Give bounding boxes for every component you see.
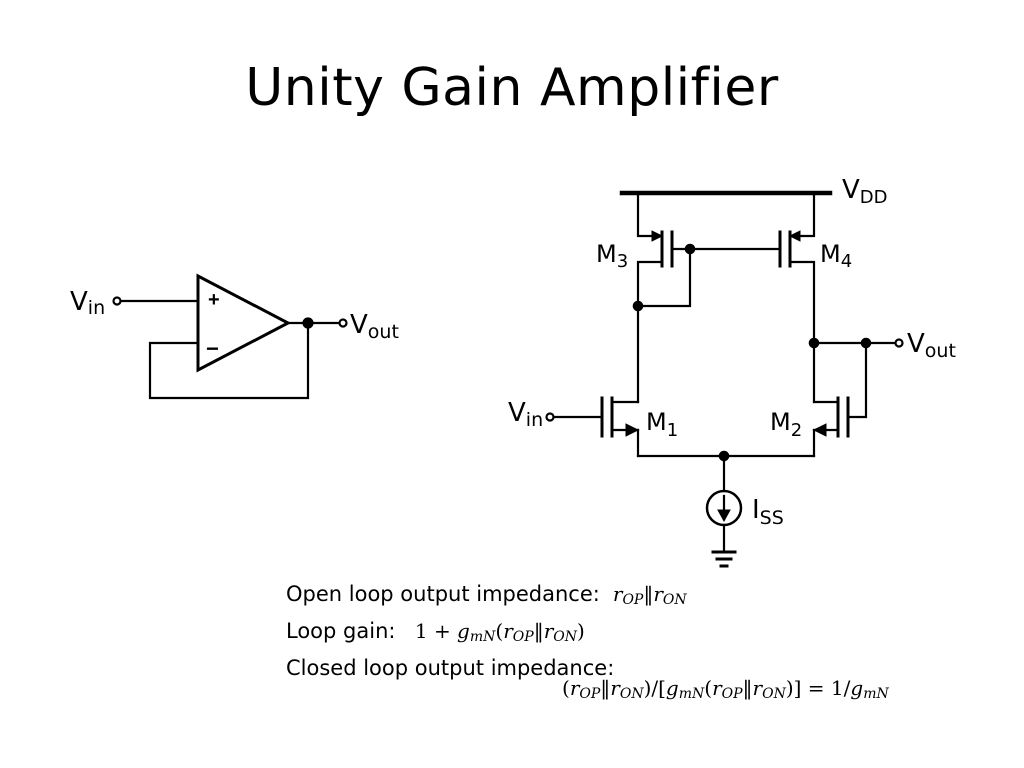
m4-label: M4 bbox=[820, 240, 852, 272]
iss-label: ISS bbox=[752, 495, 784, 529]
opamp-minus-sign: − bbox=[206, 336, 219, 361]
open-loop-expression: rOP‖rON bbox=[606, 582, 687, 608]
opamp-vout-label: Vout bbox=[350, 310, 399, 343]
slide-title: Unity Gain Amplifier bbox=[245, 58, 779, 118]
m4-transistor bbox=[778, 191, 816, 345]
closed-loop-line: Closed loop output impedance: bbox=[286, 653, 687, 684]
circuit-vout-label: Vout bbox=[907, 329, 956, 362]
notes-block: Open loop output impedance: rOP‖rON Loop… bbox=[286, 579, 687, 684]
m1-transistor bbox=[545, 304, 640, 458]
opamp-plus-sign: + bbox=[208, 289, 220, 311]
open-loop-label: Open loop output impedance: bbox=[286, 582, 600, 606]
vin-terminal-2 bbox=[545, 412, 555, 422]
loop-gain-expression: 1 + gmN(rOP‖rON) bbox=[414, 619, 585, 645]
closed-loop-expression: (rOP‖rON)/[gmN(rOP‖rON)] = 1/gmN bbox=[562, 676, 889, 702]
iss-current-source bbox=[705, 489, 743, 527]
vdd-label: VDD bbox=[842, 175, 888, 208]
circuit-vin-label: Vin bbox=[508, 398, 543, 431]
output-junction-dot bbox=[302, 317, 314, 329]
loop-gain-line: Loop gain: 1 + gmN(rOP‖rON) bbox=[286, 616, 687, 653]
transistor-schematic bbox=[545, 190, 904, 568]
vout-terminal-2 bbox=[894, 338, 904, 348]
opamp-schematic bbox=[112, 273, 348, 400]
vin-terminal bbox=[112, 296, 122, 306]
vout-terminal bbox=[338, 318, 348, 328]
m2-transistor bbox=[812, 341, 868, 458]
m3-transistor bbox=[632, 191, 782, 312]
open-loop-line: Open loop output impedance: rOP‖rON bbox=[286, 579, 687, 616]
loop-gain-label: Loop gain: bbox=[286, 619, 396, 643]
m1-label: M1 bbox=[646, 408, 678, 441]
m3-label: M3 bbox=[596, 240, 628, 272]
ground-icon bbox=[711, 550, 737, 568]
closed-loop-label: Closed loop output impedance: bbox=[286, 656, 615, 680]
m2-label: M2 bbox=[770, 408, 802, 441]
feedback-wire bbox=[148, 321, 310, 400]
opamp-vin-label: Vin bbox=[70, 287, 105, 319]
opamp-triangle bbox=[196, 273, 292, 373]
